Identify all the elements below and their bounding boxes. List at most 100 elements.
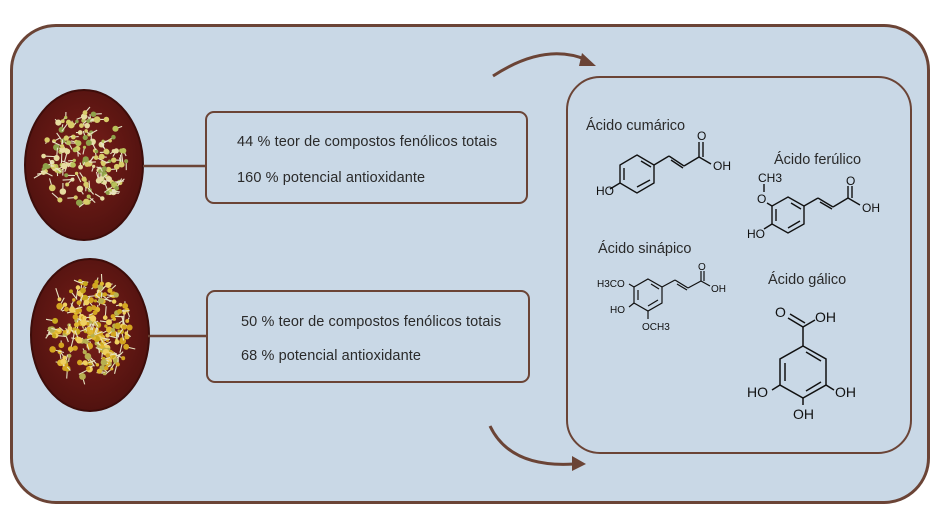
ferulic-acid-name: Ácido ferúlico (774, 152, 862, 168)
gallic-acid-name: Ácido gálico (768, 272, 847, 288)
sprout-seed (123, 343, 130, 350)
sprout-seed (92, 310, 98, 316)
sprout-seed (57, 297, 62, 302)
sprout-seed (87, 297, 94, 304)
sprout-seed (75, 140, 82, 147)
sprout-seed (77, 130, 83, 135)
sprout-seed (86, 366, 91, 371)
phenolics-increase-top: 44 % teor de compostos fenólicos totais (237, 134, 498, 150)
sprout-seed (75, 119, 79, 124)
sprout-seed (83, 299, 90, 306)
sprout-seed (102, 315, 108, 320)
sprout-seed (82, 156, 89, 163)
sprout-seed (75, 199, 83, 206)
sprout-seed (84, 122, 90, 129)
sprout-seed (79, 373, 86, 380)
sprout-seed (65, 182, 70, 187)
sprout-seed (110, 330, 118, 337)
sprout-seed (76, 300, 82, 306)
result-box-top (205, 111, 528, 204)
sprout-seed (47, 326, 53, 331)
sprout-seed (93, 299, 98, 303)
sprout-seed (86, 194, 91, 199)
sprout-seed (42, 170, 46, 174)
sprout-stem (91, 320, 96, 331)
gallic-acid-structure (771, 313, 835, 405)
phenolics-increase-bottom: 50 % teor de compostos fenólicos totais (241, 314, 502, 330)
sinapic-och3-label: OCH3 (642, 322, 670, 333)
sprout-seed (76, 337, 83, 344)
sprout-seed (86, 119, 91, 124)
sprout-seed (101, 166, 107, 172)
sprout-seed (60, 144, 65, 149)
sprout-seed (111, 134, 116, 140)
sinapic-o-label: O (698, 262, 706, 273)
sprout-seed (72, 345, 78, 351)
sprout-seed (121, 324, 127, 330)
sprout-seed (122, 303, 129, 309)
sprout-seed (72, 327, 77, 331)
sinapic-acid-name: Ácido sinápico (598, 241, 692, 257)
sprout-seed (110, 367, 114, 371)
sprout-seed (76, 329, 81, 334)
sprout-seed (103, 116, 110, 123)
sprout-seed (90, 111, 97, 117)
gallic-oh-acid-label: OH (815, 309, 836, 325)
sprout-seed (105, 319, 112, 326)
sinapic-h3co-label: H3CO (597, 279, 625, 290)
sprout-seed (100, 196, 105, 201)
sprout-seed (82, 350, 87, 355)
sprout-seed (107, 287, 113, 294)
sprout-seed (49, 346, 56, 353)
sinapic-oh-label: OH (711, 284, 726, 295)
sprout-seed (100, 359, 108, 366)
sprout-seed (112, 317, 117, 321)
sprout-seed (82, 294, 89, 301)
sprout-seed (74, 171, 79, 176)
sprout-seed (94, 341, 99, 346)
sprout-seed (95, 363, 100, 367)
gallic-ho-label: HO (747, 384, 768, 400)
sprout-seed (84, 353, 92, 360)
sprout-seed (59, 188, 67, 195)
sprout-seed (111, 299, 117, 304)
sprout-seed (84, 161, 90, 167)
sprout-seed (74, 322, 80, 328)
sprout-seed (108, 139, 112, 143)
sprout-seed (121, 356, 126, 361)
sprout-seed (82, 360, 88, 366)
sprout-seed (41, 153, 46, 159)
sprout-seed (80, 287, 86, 294)
sinapic-acid-structure (628, 271, 711, 319)
antioxidant-increase-bottom: 68 % potencial antioxidante (241, 348, 422, 364)
curved-arrow-bottom (488, 425, 586, 471)
sprout-seed (72, 147, 78, 153)
sprout-seed (113, 163, 120, 170)
curved-arrow-top (492, 52, 596, 78)
sprout-seed (52, 317, 59, 324)
sprout-seed (55, 119, 62, 126)
sprout-seed (99, 281, 105, 286)
sinapic-ho-label: HO (610, 305, 625, 316)
sprout-seed (122, 311, 127, 315)
ferulic-o-label: O (846, 174, 855, 188)
sprout-seed (65, 119, 72, 125)
sprout-seed (93, 116, 101, 123)
sprout-seed (67, 326, 73, 331)
sprout-seed (63, 306, 70, 312)
sprout-seed (82, 134, 88, 141)
sprout-seed (106, 326, 113, 333)
sprout-seed (64, 148, 71, 155)
sprout-seed (64, 115, 68, 120)
sprout-seed (105, 333, 110, 338)
sprout-seed (83, 198, 90, 205)
sprout-seed (118, 161, 125, 168)
sprout-seed (53, 143, 60, 151)
sprout-seed (61, 162, 68, 170)
result-box-bottom (206, 290, 530, 383)
sprout-plate-top (24, 89, 144, 241)
sprout-seed (94, 279, 99, 285)
sprout-seed (85, 139, 92, 146)
sprout-seed (124, 159, 129, 164)
